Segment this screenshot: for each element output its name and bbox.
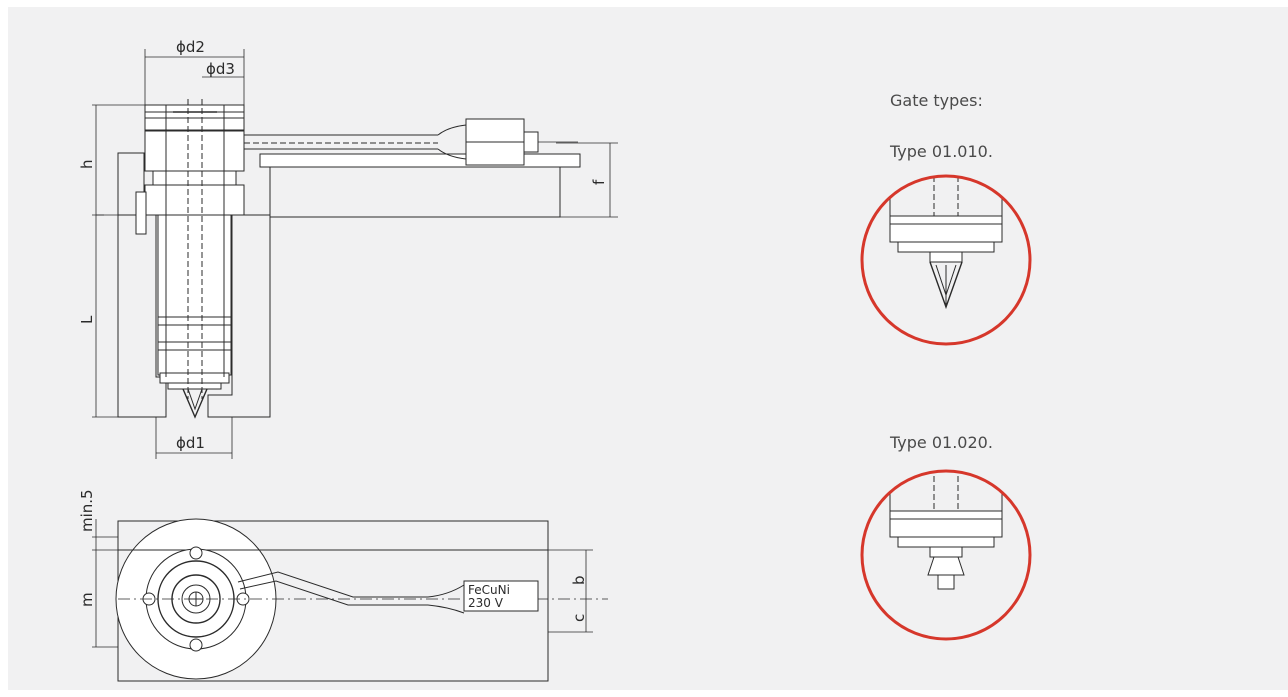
dim-L-label: L — [78, 315, 96, 324]
dim-d3-label: ϕd3 — [206, 60, 235, 78]
technical-drawing: ϕd2 ϕd3 h L f ϕd1 FeCuNi 230 V — [78, 38, 1032, 682]
dim-m-label: m — [78, 592, 96, 607]
drawing-canvas: ϕd2 ϕd3 h L f ϕd1 FeCuNi 230 V — [8, 7, 1288, 690]
gate-detail-01010-ring — [860, 174, 1032, 346]
dimension-lines — [92, 49, 618, 459]
dim-f-label: f — [590, 179, 608, 185]
dim-min5-label: min.5 — [78, 489, 96, 532]
dim-h-label: h — [78, 159, 96, 169]
dim-b-label: b — [570, 575, 588, 585]
gate-types-heading: Gate types: — [890, 91, 983, 110]
connector-type-label: FeCuNi — [468, 583, 510, 597]
top-plan-view: FeCuNi 230 V min.5 m b c — [78, 489, 608, 682]
connector-plan — [463, 580, 539, 612]
gate-type2-label: Type 01.020. — [889, 433, 993, 452]
front-section-view: ϕd2 ϕd3 h L f ϕd1 — [78, 38, 618, 459]
gate-detail-01020 — [860, 469, 1032, 641]
connector-voltage-label: 230 V — [468, 596, 504, 610]
mold-plate-left — [117, 152, 167, 418]
manifold-plate — [269, 166, 561, 218]
dim-d1-label: ϕd1 — [176, 434, 205, 452]
nozzle-body — [157, 214, 232, 376]
gate-type1-label: Type 01.010. — [889, 142, 993, 161]
dim-c-label: c — [570, 614, 588, 622]
gate-detail-01020-ring — [860, 469, 1032, 641]
gate-detail-01010 — [860, 174, 1032, 346]
dim-d2-label: ϕd2 — [176, 38, 205, 56]
